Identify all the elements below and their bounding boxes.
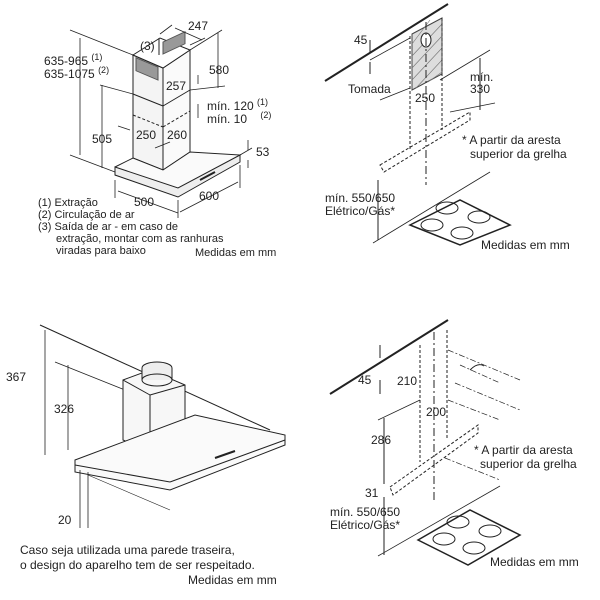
dim-31: 31 [365, 486, 379, 500]
legend-item: (3) Saída de ar - em caso de [38, 221, 179, 233]
legend-item: viradas para baixo [56, 245, 146, 257]
dim-210: 210 [397, 374, 418, 388]
min-height: mín. 550/650 [325, 191, 396, 205]
dimension-lines [69, 24, 253, 218]
units-note: Medidas em mm [481, 238, 570, 252]
dim-20: 20 [58, 513, 72, 527]
height-range-1-note: (1) [91, 52, 103, 62]
legend-item: extração, montar com as ranhuras [56, 233, 224, 245]
height-range-2: 635-1075 (2) [44, 65, 110, 81]
min-label: mín. [470, 70, 494, 84]
hood-side-drawing [39, 324, 286, 528]
units-note: Medidas em mm [490, 555, 579, 569]
note-line: * A partir da aresta [462, 133, 561, 147]
dim-250: 250 [415, 91, 436, 105]
min-120-value: mín. 120 [207, 99, 254, 113]
dim-247: 247 [188, 19, 209, 33]
note-line: * A partir da aresta [474, 443, 573, 457]
height-range-2-value: 635-1075 [44, 67, 95, 81]
dim-257: 257 [166, 79, 187, 93]
fuel-type: Elétrico/Gás* [325, 204, 396, 218]
dim-260: 260 [167, 128, 188, 142]
dim-45: 45 [354, 33, 368, 47]
dim-330: 330 [470, 82, 491, 96]
dim-200: 200 [426, 405, 447, 419]
height-range-2-note: (2) [98, 65, 110, 75]
dim-580: 580 [209, 63, 230, 77]
units-note: Medidas em mm [188, 573, 277, 587]
units-note: Medidas em mm [195, 247, 277, 259]
mounting-holes-drawing [329, 319, 522, 566]
dim-45: 45 [358, 373, 372, 387]
height-range-1-value: 635-965 [44, 54, 89, 68]
dim-326: 326 [54, 402, 75, 416]
note-line: superior da grelha [470, 147, 567, 161]
min-120-note: (1) [257, 97, 269, 107]
dim-500: 500 [134, 195, 155, 209]
min-10-value: mín. 10 [207, 112, 248, 126]
dim-505: 505 [92, 132, 113, 146]
min-10-note: (2) [260, 110, 272, 120]
dim-600: 600 [199, 189, 220, 203]
legend-item: (2) Circulação de ar [38, 209, 135, 221]
socket-label: Tomada [348, 82, 391, 96]
min-10: mín. 10 (2) [207, 110, 272, 126]
dim-250: 250 [136, 128, 157, 142]
canopy-shape [114, 151, 242, 198]
fuel-type: Elétrico/Gás* [330, 518, 401, 532]
height-range-1: 635-965 (1) [44, 52, 103, 68]
caption-line: Caso seja utilizada uma parede traseira, [20, 543, 235, 557]
dim-286: 286 [371, 433, 392, 447]
min-120: mín. 120 (1) [207, 97, 269, 113]
dim-367: 367 [6, 370, 27, 384]
outlet-label: (3) [140, 39, 155, 53]
legend-item: (1) Extração [38, 197, 98, 209]
wall-mount-drawing [324, 3, 512, 246]
min-height: mín. 550/650 [330, 505, 401, 519]
chimney-shape [131, 30, 192, 171]
note-line: superior da grelha [480, 457, 577, 471]
caption-line: o design do aparelho tem de ser respeita… [20, 558, 255, 572]
dim-53: 53 [256, 145, 270, 159]
